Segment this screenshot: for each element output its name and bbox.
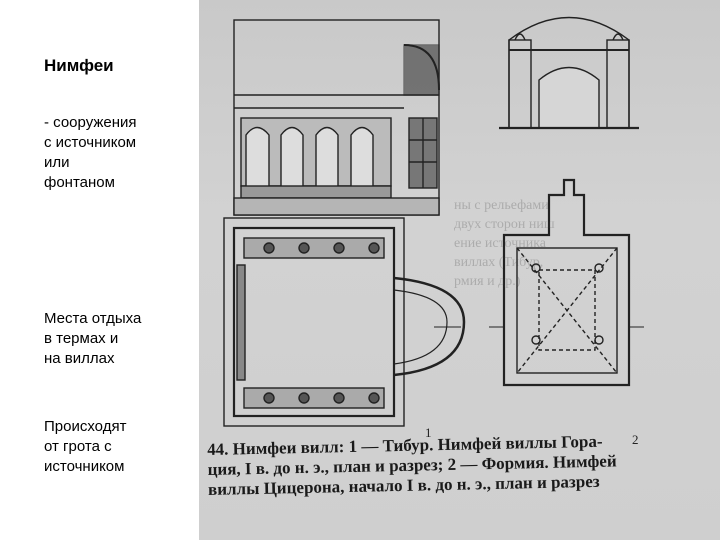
slide-title: Нимфеи [44,56,114,75]
tibur-section-drawing [233,19,440,216]
book-page-scan: ны с рельефами двух сторон ниш ение исто… [199,0,720,540]
figure-caption: 44. Нимфеи вилл: 1 — Тибур. Нимфей виллы… [207,429,713,500]
text-line: на виллах [44,350,115,367]
tibur-plan-drawing [223,217,466,427]
text-line: источником [44,458,125,475]
text-line: в термах и [44,330,119,347]
formia-section-drawing [499,16,639,130]
text-line: фонтаном [44,174,115,191]
figure-label-2: 2 [632,432,639,447]
architectural-drawings [223,16,644,427]
bleed-through-text: ны с рельефами двух сторон ниш ение исто… [454,198,555,289]
text-line: с источником [44,134,137,151]
text-line: от грота с [44,438,112,455]
text-line: или [44,154,70,171]
definition-text: - сооружения с источником или фонтаном [44,113,137,193]
figure-label-1: 1 [425,425,432,440]
text-line: Места отдыха [44,310,142,327]
formia-plan-drawing [489,178,644,387]
location-text: Места отдыха в термах и на виллах [44,309,141,369]
text-line: Происходят [44,418,127,435]
origin-text: Происходят от грота с источником [44,417,126,477]
text-line: - сооружения [44,114,137,131]
